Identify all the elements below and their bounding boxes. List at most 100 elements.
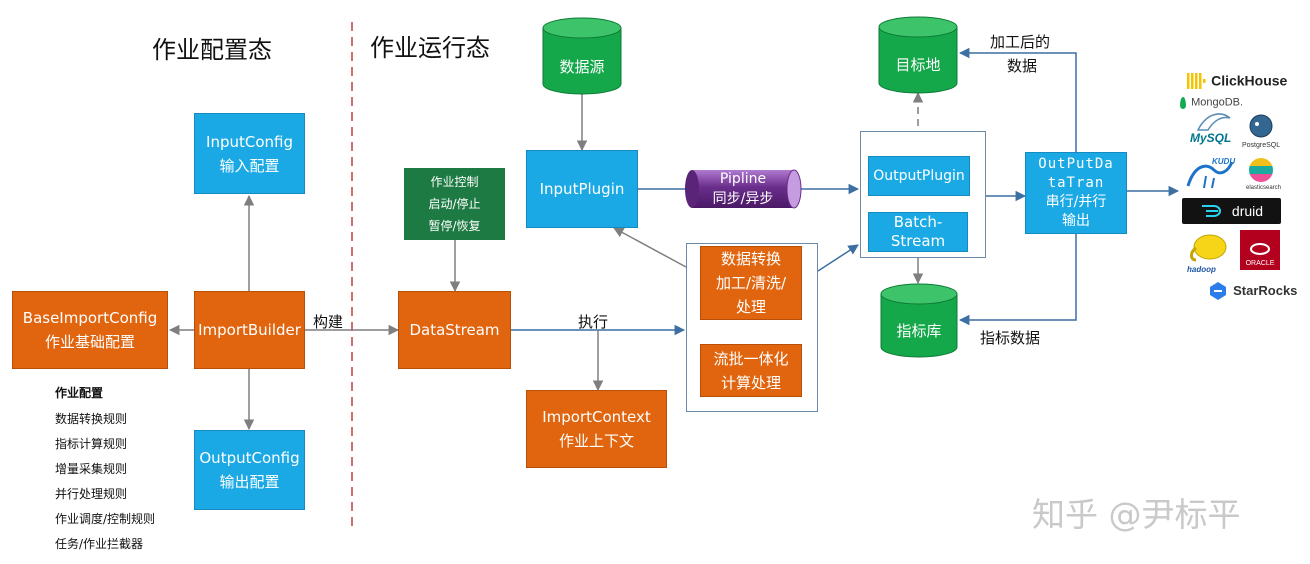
input-config-name: InputConfig — [206, 132, 293, 151]
job-config-item: 并行处理规则 — [55, 487, 128, 501]
pipeline-tube — [685, 169, 802, 209]
job-config-list-title: 作业配置 — [55, 386, 104, 400]
postgresql-logo — [1247, 114, 1275, 140]
import-context-name: ImportContext — [542, 408, 651, 426]
job-config-item: 增量采集规则 — [55, 462, 128, 476]
kudu-antelope-icon — [1186, 161, 1234, 189]
kudu-logo — [1184, 156, 1236, 190]
output-config-name: OutputConfig — [199, 449, 300, 467]
config-phase-title: 作业配置态 — [152, 36, 272, 64]
mongodb-leaf-icon — [1180, 96, 1186, 109]
input-plugin-node: InputPlugin — [526, 150, 638, 228]
edge-transform-input — [613, 227, 687, 268]
elasticsearch-label: elasticsearch — [1246, 185, 1282, 191]
edge-transform-outputgroup — [817, 244, 859, 272]
edge-label-processed-data-1: 加工后的 — [990, 33, 1051, 51]
edge-tran-target — [958, 47, 1077, 152]
batch-stream-compute-node: 流批一体化 计算处理 — [700, 344, 802, 397]
druid-logo: druid — [1182, 198, 1281, 224]
job-config-item: 指标计算规则 — [55, 437, 128, 451]
batch-stream-compute-desc: 计算处理 — [720, 373, 781, 392]
oracle-ring-icon — [1250, 243, 1270, 255]
kudu-label: KUDU — [1212, 157, 1236, 166]
job-control-panel: 作业控制 启动/停止 暂停/恢复 — [404, 168, 505, 240]
job-control-start-stop: 启动/停止 — [428, 197, 481, 211]
import-builder-node: ImportBuilder — [194, 291, 305, 369]
clickhouse-logo: ClickHouse — [1186, 70, 1287, 90]
mysql-label: MySQL — [1190, 131, 1232, 145]
starrocks-label: StarRocks — [1233, 283, 1298, 298]
postgresql-elephant-icon — [1249, 114, 1273, 138]
data-stream-label: DataStream — [409, 321, 500, 339]
output-tran-name-2: taTran — [1047, 175, 1105, 191]
job-control-title: 作业控制 — [430, 175, 479, 189]
clickhouse-icon — [1187, 72, 1206, 89]
import-builder-label: ImportBuilder — [198, 321, 301, 339]
cylinder-target — [878, 16, 958, 94]
batch-stream-line-1: Batch- — [893, 213, 943, 231]
output-config-desc: 输出配置 — [219, 473, 280, 491]
base-import-config-name: BaseImportConfig — [22, 309, 158, 327]
postgresql-label: PostgreSQL — [1242, 142, 1281, 149]
data-transform-node: 数据转换 加工/清洗/ 处理 — [700, 246, 802, 320]
data-transform-title: 数据转换 — [720, 250, 781, 268]
output-tran-output: 输出 — [1062, 213, 1090, 229]
import-context-node: ImportContext 作业上下文 — [526, 390, 667, 468]
runtime-phase-title: 作业运行态 — [370, 34, 490, 62]
job-config-item: 数据转换规则 — [55, 412, 128, 426]
target-label: 目标地 — [895, 56, 941, 74]
hadoop-logo — [1186, 232, 1232, 266]
edge-label-build: 构建 — [313, 313, 344, 331]
data-stream-node: DataStream — [398, 291, 511, 369]
output-config-node: OutputConfig 输出配置 — [194, 430, 305, 510]
input-config-node: InputConfig 输入配置 — [194, 113, 305, 194]
data-source-label-wrap: 数据源 — [543, 44, 621, 90]
hadoop-elephant-icon — [1190, 234, 1227, 262]
output-plugin-node: OutputPlugin — [868, 156, 970, 196]
batch-stream-line-2: Stream — [890, 232, 946, 250]
starrocks-icon — [1210, 281, 1226, 300]
job-control-pause-resume: 暂停/恢复 — [428, 219, 481, 233]
druid-icon — [1201, 205, 1221, 217]
cylinder-metrics-store — [880, 283, 958, 358]
pipeline-mode: 同步/异步 — [712, 191, 774, 207]
oracle-label: ORACLE — [1245, 260, 1275, 267]
job-config-item: 作业调度/控制规则 — [55, 512, 156, 526]
data-transform-steps: 加工/清洗/ — [715, 274, 787, 292]
mysql-dolphin-icon — [1196, 113, 1231, 131]
data-transform-process: 处理 — [735, 298, 766, 316]
job-config-item: 任务/作业拦截器 — [55, 537, 144, 551]
output-tran-node: OutPutDa taTran 串行/并行 输出 — [1025, 152, 1127, 234]
edge-tran-metrics — [958, 234, 1077, 326]
druid-label: druid — [1231, 203, 1264, 219]
pipeline-label-wrap: Pipline 同步/异步 — [692, 168, 794, 210]
mongodb-logo: MongoDB. — [1180, 92, 1243, 111]
base-import-config-node: BaseImportConfig 作业基础配置 — [12, 291, 168, 369]
cylinder-data-source — [542, 17, 622, 95]
watermark: 知乎 @尹标平 — [1032, 495, 1241, 534]
base-import-config-desc: 作业基础配置 — [44, 333, 135, 351]
edge-label-processed-data-2: 数据 — [1007, 57, 1038, 75]
output-plugin-label: OutputPlugin — [873, 168, 965, 184]
edge-label-metrics-data: 指标数据 — [980, 329, 1041, 347]
input-plugin-label: InputPlugin — [539, 180, 625, 198]
edge-label-execute: 执行 — [578, 313, 609, 331]
batch-stream-compute-title: 流批一体化 — [713, 349, 789, 368]
target-label-wrap: 目标地 — [879, 42, 957, 88]
output-tran-mode: 串行/并行 — [1045, 194, 1107, 210]
output-tran-name-1: OutPutDa — [1038, 156, 1114, 172]
batch-stream-node: Batch- Stream — [868, 212, 968, 252]
pipeline-name: Pipline — [719, 171, 767, 187]
metrics-store-label-wrap: 指标库 — [881, 308, 957, 354]
clickhouse-label: ClickHouse — [1211, 72, 1288, 89]
hadoop-label: hadoop — [1187, 265, 1216, 274]
mongodb-label: MongoDB. — [1191, 96, 1244, 109]
metrics-store-label: 指标库 — [896, 322, 942, 340]
input-config-desc: 输入配置 — [219, 156, 280, 175]
oracle-logo: ORACLE — [1240, 230, 1280, 270]
import-context-desc: 作业上下文 — [558, 432, 634, 450]
starrocks-logo: StarRocks — [1208, 280, 1297, 301]
elasticsearch-icon — [1249, 158, 1273, 182]
data-source-label: 数据源 — [559, 58, 605, 76]
